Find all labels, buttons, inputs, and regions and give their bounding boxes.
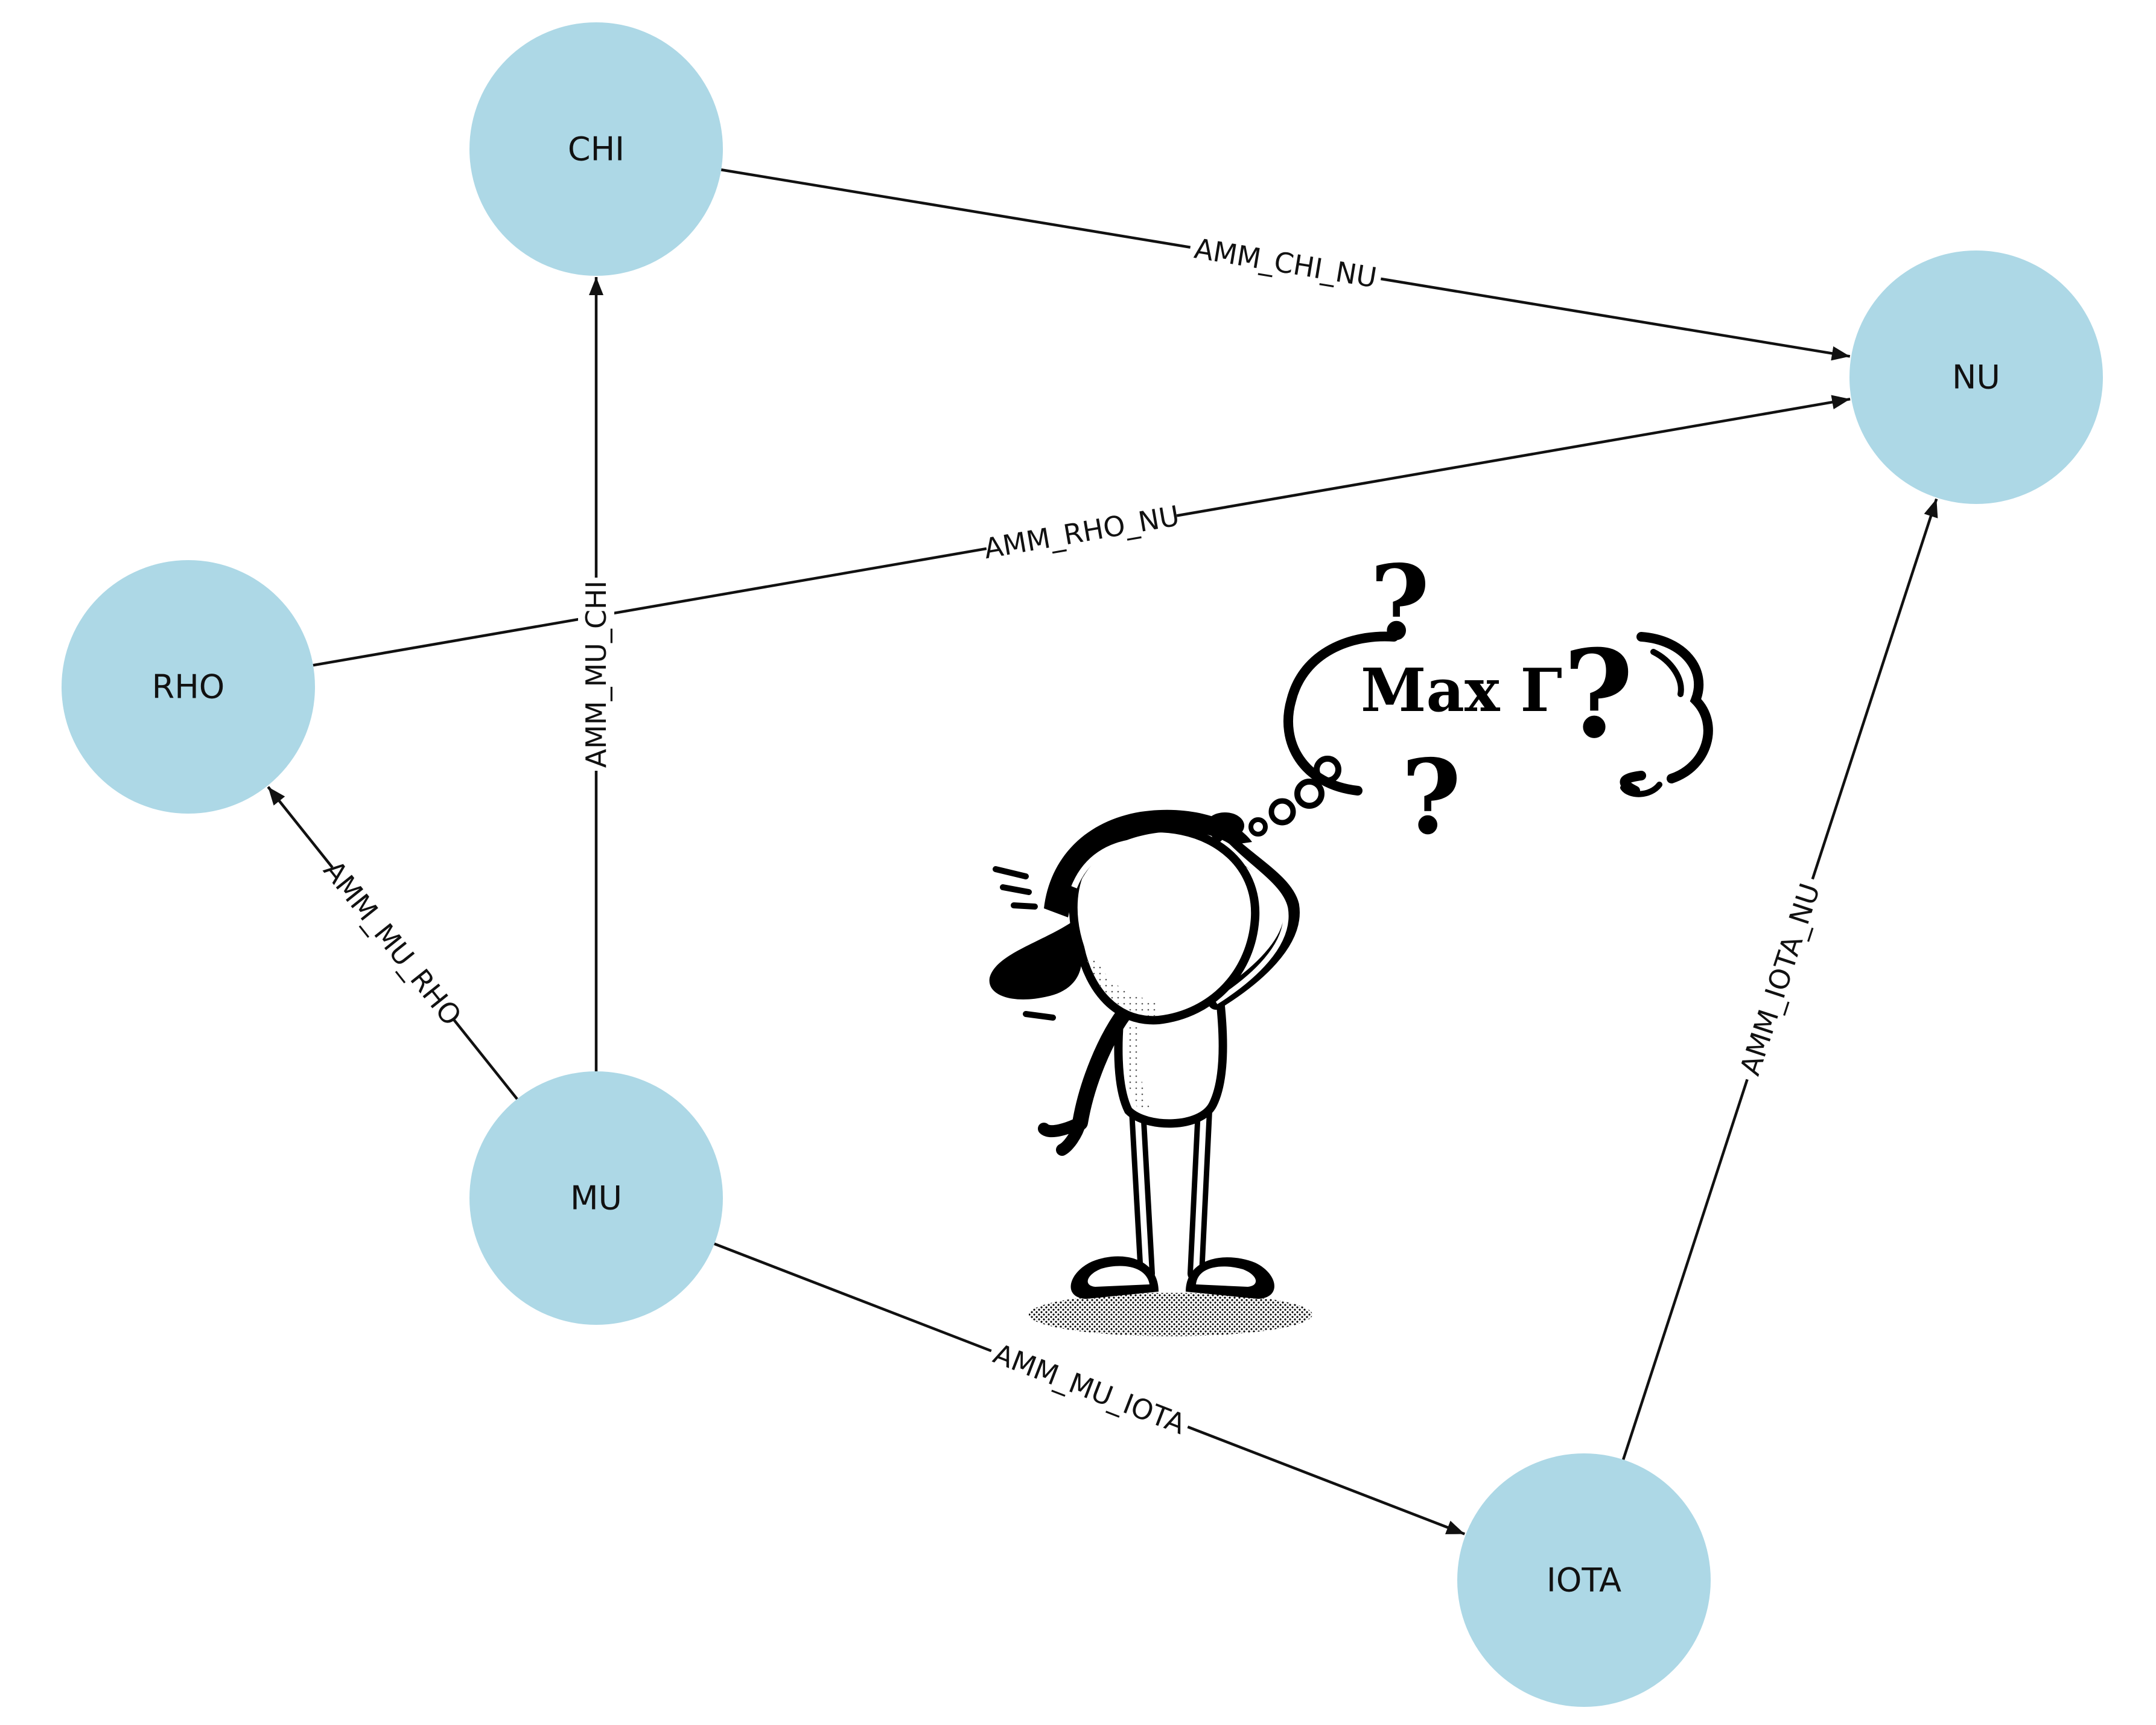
question-mark-top: ? — [1370, 543, 1430, 663]
edge-label: AMM_IOTA_NU — [1734, 879, 1827, 1079]
node-label: RHO — [152, 668, 225, 706]
node-rho: RHO — [62, 560, 315, 814]
edge-label-group: AMM_MU_CHI — [578, 578, 614, 771]
node-nu: NU — [1849, 250, 2103, 504]
edge-label-group: AMM_CHI_NU — [1187, 229, 1384, 297]
edge-label: AMM_MU_IOTA — [989, 1337, 1190, 1441]
edge-label-group: AMM_MU_RHO — [317, 854, 468, 1031]
thought-dot-2 — [1268, 798, 1296, 826]
node-iota: IOTA — [1457, 1453, 1711, 1707]
edge-label-background — [1730, 873, 1830, 1085]
edge-label: AMM_RHO_NU — [981, 499, 1181, 565]
node-circle — [62, 560, 315, 814]
edge-label-background — [318, 856, 467, 1030]
edge-label-background — [578, 578, 614, 771]
node-mu: MU — [469, 1071, 723, 1325]
question-mark-right: ? — [1563, 623, 1633, 765]
edge-label: AMM_MU_CHI — [580, 581, 612, 768]
cap — [1044, 809, 1252, 917]
edge-label: AMM_CHI_NU — [1192, 232, 1379, 294]
edge-mu-rho: AMM_MU_RHO — [267, 786, 518, 1100]
node-label: MU — [570, 1179, 622, 1217]
node-label: NU — [1952, 359, 2000, 397]
question-mark-bottom: ? — [1401, 737, 1461, 858]
node-circle — [469, 1071, 723, 1325]
edge-mu-chi: AMM_MU_CHI — [578, 277, 614, 1071]
nodes-layer: CHI NU RHO MU IOTA — [62, 22, 2103, 1707]
edge-label-background — [983, 497, 1180, 567]
node-circle — [1457, 1453, 1711, 1707]
thought-text: Max Γ — [1361, 656, 1562, 725]
thought-dot-3 — [1294, 779, 1324, 809]
confused-figure-illustration: Max Γ ? ? ? — [989, 543, 1713, 1336]
edge-label-background — [984, 1334, 1195, 1444]
edge-label-background — [1187, 229, 1384, 297]
thought-dot-1 — [1248, 817, 1268, 837]
motion-marks — [993, 866, 1056, 1021]
node-label: CHI — [568, 130, 625, 168]
node-circle — [1849, 250, 2103, 504]
node-label: IOTA — [1547, 1561, 1621, 1599]
cap-brim — [989, 920, 1082, 1000]
edge-label: AMM_MU_RHO — [317, 854, 468, 1031]
node-circle — [469, 22, 723, 276]
edge-label-group: AMM_MU_IOTA — [984, 1334, 1195, 1444]
thought-bubble — [1283, 631, 1713, 796]
edge-chi-nu: AMM_CHI_NU — [720, 168, 1851, 361]
edge-label-group: AMM_IOTA_NU — [1730, 873, 1830, 1085]
ground-shadow — [1029, 1293, 1312, 1336]
edge-label-group: AMM_RHO_NU — [981, 497, 1182, 567]
node-chi: CHI — [469, 22, 723, 276]
left-arm — [1072, 1000, 1136, 1130]
